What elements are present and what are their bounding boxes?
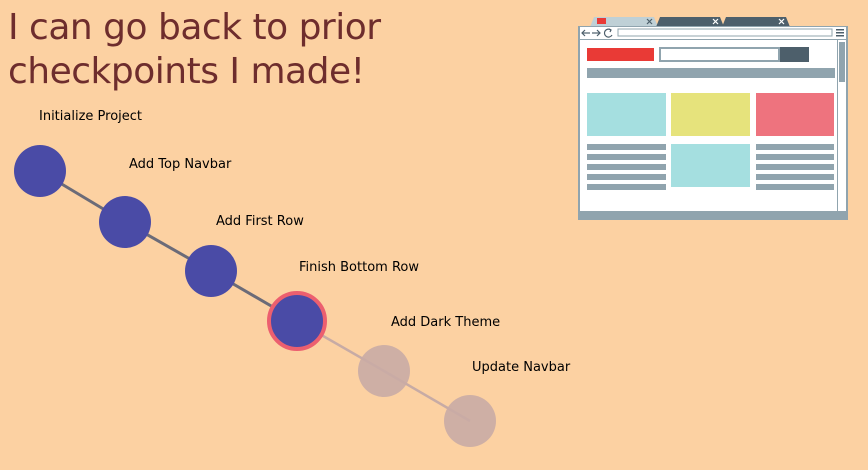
- forward-arrow-icon: [592, 29, 601, 37]
- commit-node-current[interactable]: [267, 291, 327, 351]
- mock-text-lines-left: [587, 144, 666, 190]
- commit-label-update-navbar: Update Navbar: [472, 360, 571, 375]
- commit-nodes: [14, 145, 496, 447]
- browser-tab-active: [590, 17, 658, 27]
- mock-card-cyan: [587, 93, 666, 136]
- browser-tab: [722, 17, 790, 27]
- headline-line-2: checkpoints I made!: [8, 51, 365, 92]
- commit-node-future[interactable]: [444, 395, 496, 447]
- mock-search-button: [780, 47, 809, 62]
- commit-label-add-top-navbar: Add Top Navbar: [129, 157, 232, 172]
- mock-search-field: [659, 47, 780, 62]
- tab-close-icon: [712, 18, 719, 25]
- mock-logo-block: [587, 48, 654, 61]
- tab-close-icon: [778, 18, 785, 25]
- browser-address-bar: [617, 28, 833, 37]
- mock-text-lines-right: [756, 144, 834, 190]
- browser-illustration: [578, 17, 848, 220]
- mock-card-yellow: [671, 93, 750, 136]
- browser-scrollbar-thumb: [839, 42, 845, 82]
- back-arrow-icon: [581, 29, 590, 37]
- tab-favicon-icon: [597, 18, 606, 24]
- commit-label-add-dark-theme: Add Dark Theme: [391, 315, 501, 330]
- commit-node-done[interactable]: [99, 196, 151, 248]
- mock-card-cyan-bottom: [671, 144, 750, 187]
- browser-tabs: [590, 17, 790, 27]
- reload-icon: [603, 28, 613, 38]
- commit-node-done[interactable]: [14, 145, 66, 197]
- commit-label-add-first-row: Add First Row: [216, 214, 304, 229]
- mock-navbar: [587, 68, 835, 78]
- menu-icon: [836, 29, 844, 37]
- mock-card-pink: [756, 93, 834, 136]
- headline-line-1: I can go back to prior: [8, 7, 381, 48]
- commit-label-initialize-project: Initialize Project: [39, 109, 143, 124]
- browser-scrollbar-track: [838, 40, 846, 211]
- commit-node-future[interactable]: [358, 345, 410, 397]
- commit-node-done[interactable]: [185, 245, 237, 297]
- browser-tab: [656, 17, 724, 27]
- tab-close-icon: [646, 18, 653, 25]
- commit-label-finish-bottom-row: Finish Bottom Row: [299, 260, 419, 275]
